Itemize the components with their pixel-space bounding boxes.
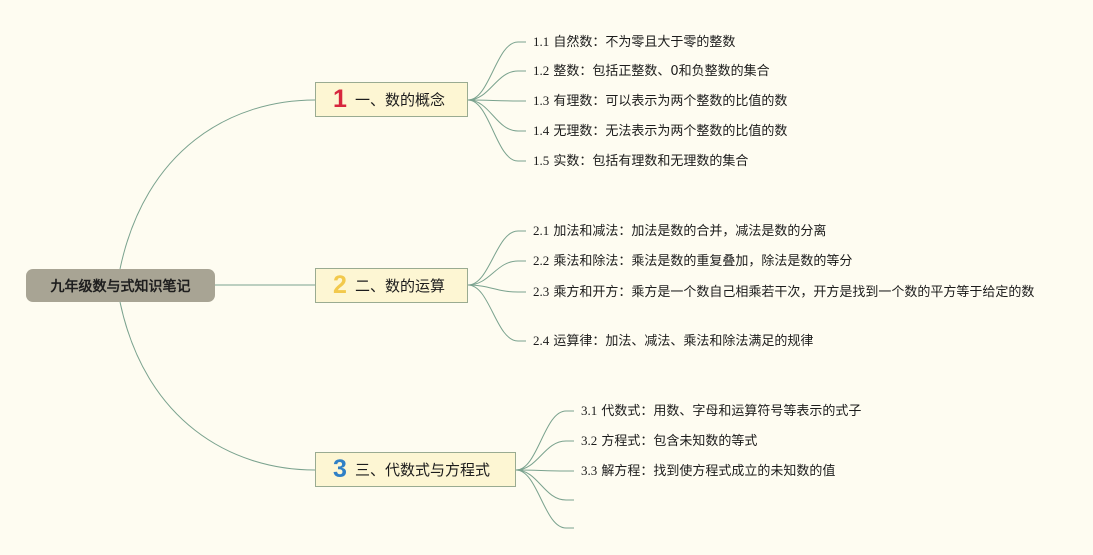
branch-label: 一、数的概念 [355, 91, 446, 109]
branch-2-leaf-1-line [467, 230, 526, 286]
number-three-icon: 3 [333, 455, 347, 483]
branch-3-leaf-1-line [515, 410, 574, 471]
branch-1-leaf-1-line [467, 41, 526, 101]
number-one-icon: 1 [333, 85, 347, 113]
branch-1-leaf-4-line [467, 99, 526, 132]
branch-2-leaf-4-line [467, 284, 526, 342]
leaf-item[interactable]: 1.4 无理数：无法表示为两个整数的比值的数 [533, 123, 788, 139]
leaf-item[interactable]: 3.3 解方程：找到使方程式成立的未知数的值 [581, 463, 836, 479]
branch-2-leaf-2-line [467, 260, 526, 286]
leaf-item[interactable]: 1.1 自然数：不为零且大于零的整数 [533, 34, 736, 50]
branch-3-leaf-2-line [515, 440, 574, 471]
branch-3-leaf-5-line [515, 469, 574, 529]
leaf-item[interactable]: 2.4 运算律：加法、减法、乘法和除法满足的规律 [533, 333, 814, 349]
root-to-branch-3-line [119, 301, 316, 471]
leaf-item[interactable]: 1.2 整数：包括正整数、0和负整数的集合 [533, 63, 770, 79]
branch-3-leaf-4-line [515, 469, 574, 501]
branch-1-leaf-2-line [467, 70, 526, 101]
branch-2-leaf-3-line [467, 284, 526, 293]
branch-3-leaf-3-line [515, 469, 574, 472]
branch-1-leaf-5-line [467, 99, 526, 162]
branch-algebraic-expressions[interactable]: 3 三、代数式与方程式 [315, 452, 516, 487]
leaf-item[interactable]: 1.5 实数：包括有理数和无理数的集合 [533, 153, 749, 169]
branch-number-operations[interactable]: 2 二、数的运算 [315, 268, 468, 303]
leaf-item[interactable]: 2.1 加法和减法：加法是数的合并，减法是数的分离 [533, 223, 827, 239]
root-to-branch-1-line [119, 99, 316, 270]
leaf-item[interactable]: 1.3 有理数：可以表示为两个整数的比值的数 [533, 93, 788, 109]
leaf-item[interactable]: 2.2 乘法和除法：乘法是数的重复叠加，除法是数的等分 [533, 253, 853, 269]
branch-label: 二、数的运算 [355, 277, 446, 295]
number-two-icon: 2 [333, 271, 347, 299]
branch-1-leaf-3-line [467, 99, 526, 102]
branch-number-concept[interactable]: 1 一、数的概念 [315, 82, 468, 117]
leaf-item[interactable]: 3.2 方程式：包含未知数的等式 [581, 433, 758, 449]
root-topic[interactable]: 九年级数与式知识笔记 [26, 269, 215, 302]
leaf-item[interactable]: 2.3 乘方和开方：乘方是一个数自己相乘若干次，开方是找到一个数的平方等于给定的… [533, 284, 1035, 300]
root-topic-label: 九年级数与式知识笔记 [50, 278, 191, 295]
leaf-item[interactable]: 3.1 代数式：用数、字母和运算符号等表示的式子 [581, 403, 862, 419]
branch-label: 三、代数式与方程式 [355, 461, 491, 479]
